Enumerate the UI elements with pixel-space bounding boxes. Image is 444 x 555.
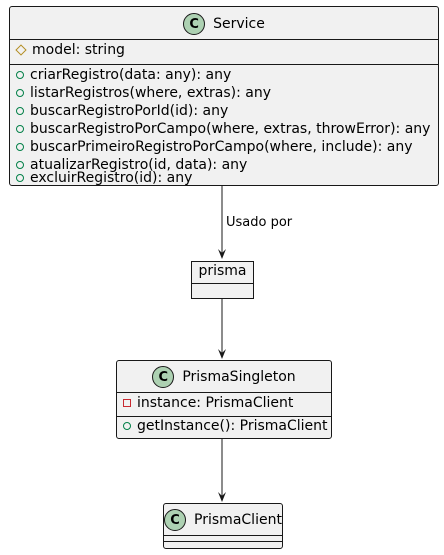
arrowhead-client xyxy=(218,492,226,502)
prisma-client-header: C PrismaClient xyxy=(164,508,282,532)
prisma-object[interactable]: prisma xyxy=(191,261,254,299)
divider xyxy=(164,541,282,542)
public-visibility-icon xyxy=(16,107,24,115)
method-row: criarRegistro(data: any): any xyxy=(16,67,231,83)
arrowhead-singleton xyxy=(218,349,226,359)
divider xyxy=(117,416,331,417)
protected-visibility-icon xyxy=(15,44,27,56)
public-visibility-icon xyxy=(16,125,24,133)
attribute-row: instance: PrismaClient xyxy=(123,395,293,411)
method-row: listarRegistros(where, extras): any xyxy=(16,85,271,101)
divider xyxy=(117,392,331,393)
method-row: buscarRegistroPorId(id): any xyxy=(16,103,228,119)
arrowhead-prisma xyxy=(218,249,226,259)
divider xyxy=(10,64,438,65)
prisma-singleton-class[interactable]: C PrismaSingleton instance: PrismaClient… xyxy=(116,360,332,439)
object-name: prisma xyxy=(198,263,247,279)
class-name: PrismaSingleton xyxy=(182,369,296,385)
public-visibility-icon xyxy=(16,71,24,79)
method-row: getInstance(): PrismaClient xyxy=(123,418,328,434)
method-row: buscarRegistroPorCampo(where, extras, th… xyxy=(16,121,430,137)
class-stereotype-icon: C xyxy=(152,366,175,388)
class-name: PrismaClient xyxy=(194,512,282,528)
method-row: excluirRegistro(id): any xyxy=(16,170,192,186)
public-visibility-icon xyxy=(123,422,131,430)
service-class[interactable]: C Service model: string criarRegistro(da… xyxy=(9,6,439,186)
divider xyxy=(164,535,282,536)
attribute-row: model: string xyxy=(15,42,125,58)
public-visibility-icon xyxy=(16,174,24,182)
edge-label-usado-por: Usado por xyxy=(226,215,293,230)
private-visibility-icon xyxy=(123,399,131,407)
method-row: buscarPrimeiroRegistroPorCampo(where, in… xyxy=(16,139,413,155)
class-name: Service xyxy=(213,16,265,32)
method-row: atualizarRegistro(id, data): any xyxy=(16,157,247,173)
public-visibility-icon xyxy=(16,143,24,151)
prisma-singleton-header: C PrismaSingleton xyxy=(117,365,331,389)
class-stereotype-icon: C xyxy=(164,509,187,531)
public-visibility-icon xyxy=(16,161,24,169)
class-stereotype-icon: C xyxy=(183,13,206,35)
public-visibility-icon xyxy=(16,89,24,97)
divider xyxy=(10,39,438,40)
prisma-client-class[interactable]: C PrismaClient xyxy=(163,503,283,549)
divider xyxy=(192,283,253,284)
service-header: C Service xyxy=(10,12,438,36)
